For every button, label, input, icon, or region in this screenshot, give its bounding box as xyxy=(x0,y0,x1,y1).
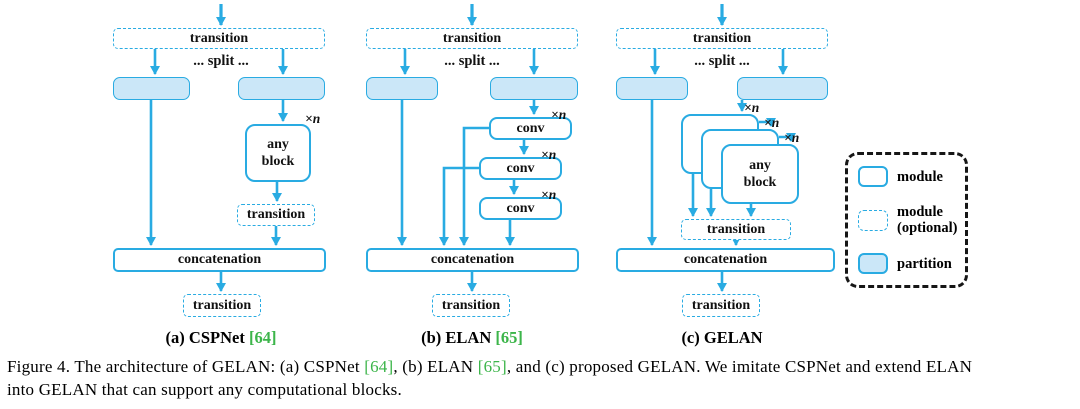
cspnet-any-block: any block xyxy=(245,124,311,182)
elan-xn-label-3: ×n xyxy=(541,187,557,202)
cspnet-split-label: ... split ... xyxy=(193,53,249,69)
legend-row-partition: partition xyxy=(858,253,955,274)
elan-xn-label-2: ×n xyxy=(541,147,557,162)
legend-row-module-optional: module (optional) xyxy=(858,204,958,236)
gelan-partition-left xyxy=(616,77,688,100)
figure-caption: Figure 4. The architecture of GELAN: (a)… xyxy=(7,355,1077,401)
gelan-transition-mid: transition xyxy=(681,219,791,240)
caption-elan-text: (b) ELAN xyxy=(421,328,496,347)
gelan-xn-label-3: ×n xyxy=(784,130,800,145)
gelan-xn-label-1: ×n xyxy=(744,100,760,115)
cspnet-partition-left xyxy=(113,77,190,100)
caption-cspnet: (a) CSPNet [64] xyxy=(131,328,311,348)
gelan-transition-bottom: transition xyxy=(682,294,760,317)
module-swatch xyxy=(858,166,888,187)
elan-conv-2: conv xyxy=(479,157,562,180)
caption-text-2: , (b) ELAN xyxy=(393,357,478,376)
elan-conv-3: conv xyxy=(479,197,562,220)
elan-concatenation: concatenation xyxy=(366,248,579,272)
elan-partition-right xyxy=(490,77,578,100)
legend: module module (optional) partition xyxy=(845,152,968,288)
elan-conv-1: conv xyxy=(489,117,572,140)
gelan-partition-right xyxy=(737,77,828,100)
caption-elan: (b) ELAN [65] xyxy=(382,328,562,348)
module-optional-swatch xyxy=(858,209,888,231)
cspnet-partition-right xyxy=(238,77,325,100)
cspnet-transition-mid: transition xyxy=(237,204,315,226)
cspnet-concatenation: concatenation xyxy=(113,248,326,272)
figure-caption-line2: into GELAN that can support any computat… xyxy=(7,380,402,399)
gelan-any-block-front: any block xyxy=(721,144,799,204)
caption-elan-citation: [65] xyxy=(495,328,523,347)
cspnet-transition-bottom: transition xyxy=(183,294,261,317)
caption-cspnet-citation: [64] xyxy=(248,328,277,347)
legend-row-module: module xyxy=(858,166,955,187)
caption-citation-64: [64] xyxy=(364,357,394,376)
caption-text-1: Figure 4. The architecture of GELAN: (a)… xyxy=(7,357,365,376)
partition-swatch xyxy=(858,253,888,274)
caption-gelan-text: (c) GELAN xyxy=(681,328,763,347)
elan-partition-left xyxy=(366,77,438,100)
elan-transition-top: transition xyxy=(366,28,578,49)
cspnet-transition-top: transition xyxy=(113,28,325,49)
legend-partition-label: partition xyxy=(897,255,952,272)
elan-split-label: ... split ... xyxy=(444,53,500,69)
gelan-xn-label-2: ×n xyxy=(764,115,780,130)
elan-transition-bottom: transition xyxy=(432,294,510,317)
cspnet-xn-label: ×n xyxy=(305,111,321,126)
caption-gelan: (c) GELAN xyxy=(632,328,812,348)
caption-text-3: , and (c) proposed GELAN. We imitate CSP… xyxy=(506,357,973,376)
legend-module-label: module xyxy=(897,168,943,185)
gelan-concatenation: concatenation xyxy=(616,248,835,272)
caption-cspnet-text: (a) CSPNet xyxy=(165,328,249,347)
gelan-split-label: ... split ... xyxy=(694,53,750,69)
figure-caption-line1: Figure 4. The architecture of GELAN: (a)… xyxy=(7,355,1077,378)
elan-xn-label-1: ×n xyxy=(551,107,567,122)
gelan-transition-top: transition xyxy=(616,28,828,49)
legend-module-optional-label: module (optional) xyxy=(897,204,958,236)
caption-citation-65: [65] xyxy=(477,357,507,376)
